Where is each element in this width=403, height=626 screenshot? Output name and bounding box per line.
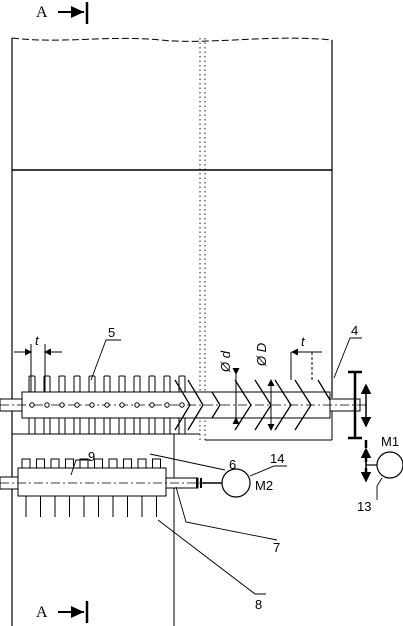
paddle-pin (89, 402, 95, 408)
housing (11, 37, 333, 626)
part-labels: 5 4 6 9 14 7 8 13 (88, 323, 371, 612)
part-label-6: 6 (229, 457, 236, 472)
part-label-5: 5 (108, 325, 115, 340)
shaft-diameter-label: Ø d (218, 350, 233, 373)
paddle-pin (179, 402, 185, 408)
paddle-top (73, 375, 81, 393)
dimension-screw-diameter: Ø D (254, 343, 275, 431)
section-label-bottom: A (36, 604, 48, 621)
upper-shaft (0, 391, 366, 419)
paddle-pin (74, 402, 80, 408)
part-label-14: 14 (270, 451, 284, 466)
screw-diameter-label: Ø D (254, 343, 269, 367)
leader-lines (70, 337, 383, 595)
blade-cap (123, 458, 132, 469)
paddle-bottom (43, 417, 51, 435)
part-label-13: 13 (357, 499, 371, 514)
paddle-top (148, 375, 156, 393)
section-label-top: A (36, 4, 48, 21)
paddle-top (88, 375, 96, 393)
dimension-pitch-right: t (290, 334, 322, 380)
paddle-group (28, 375, 186, 435)
paddle-bottom (148, 417, 156, 435)
blade-cap (50, 458, 60, 469)
part-label-4: 4 (351, 323, 358, 338)
paddle-bottom (73, 417, 81, 435)
paddle-top (178, 375, 186, 393)
blade-cap (108, 458, 118, 469)
motor-m1-label: M1 (381, 434, 399, 449)
paddle-pin (59, 402, 65, 408)
paddle-top (118, 375, 126, 393)
blade-cap (21, 458, 31, 469)
lower-shaft (0, 467, 204, 497)
stroke-bracket (348, 370, 362, 440)
paddle-top (58, 375, 66, 393)
part-label-7: 7 (273, 540, 280, 555)
paddle-bottom (163, 417, 171, 435)
paddle-pin (44, 402, 50, 408)
paddle-top (163, 375, 171, 393)
motor-m2-label: M2 (255, 478, 273, 493)
blade-cap (137, 458, 147, 469)
dimension-shaft-diameter: Ø d (218, 350, 240, 424)
paddle-bottom (28, 417, 36, 435)
paddle-pin (149, 402, 155, 408)
part-label-9: 9 (88, 449, 95, 464)
motor-m2: M2 (196, 468, 273, 498)
paddle-bottom (118, 417, 126, 435)
dimension-pitch-left: t (14, 333, 62, 392)
section-marker-bottom: A (36, 601, 89, 623)
blade-cap (79, 458, 89, 469)
pitch-label-left: t (35, 333, 40, 348)
blade-cap (65, 458, 74, 469)
paddle-pin (134, 402, 140, 408)
paddle-pin (29, 402, 35, 408)
motor-m1: M1 (366, 434, 403, 479)
paddle-bottom (88, 417, 96, 435)
paddle-bottom (178, 417, 186, 435)
part-label-8: 8 (255, 597, 262, 612)
paddle-pin (164, 402, 170, 408)
paddle-bottom (103, 417, 111, 435)
paddle-top (103, 375, 111, 393)
section-marker-top: A (36, 2, 89, 24)
lower-blade-group (21, 458, 161, 517)
paddle-pin (119, 402, 125, 408)
blade-cap (36, 458, 45, 469)
paddle-bottom (58, 417, 66, 435)
paddle-top (133, 375, 141, 393)
pitch-label-right: t (301, 334, 306, 349)
center-partition (199, 38, 206, 440)
paddle-pin (104, 402, 110, 408)
blade-cap (152, 458, 161, 469)
paddle-bottom (133, 417, 141, 435)
paddle-top (28, 375, 36, 393)
blade-cap (94, 458, 103, 469)
